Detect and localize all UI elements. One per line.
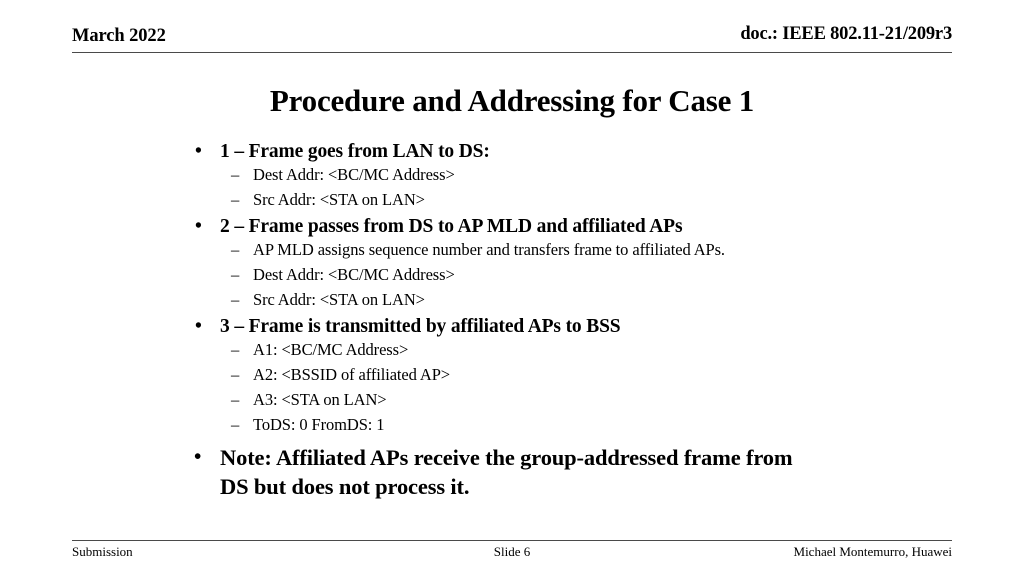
- bullet-level2-text: Src Addr: <STA on LAN>: [253, 290, 425, 310]
- page-title: Procedure and Addressing for Case 1: [269, 83, 755, 118]
- bullet-level2: – Src Addr: <STA on LAN>: [190, 290, 890, 310]
- dash-marker-icon: –: [231, 239, 240, 259]
- header-document-number: doc.: IEEE 802.11-21/209r3: [740, 24, 952, 44]
- dash-marker-icon: –: [231, 365, 240, 385]
- bullet-level2: – Dest Addr: <BC/MC Address>: [190, 265, 890, 285]
- bullet-level1: • 1 – Frame goes from LAN to DS:: [190, 140, 890, 164]
- dash-marker-icon: –: [231, 290, 240, 310]
- bullet-level2-text: Src Addr: <STA on LAN>: [253, 189, 425, 209]
- dash-marker-icon: –: [231, 390, 240, 410]
- footer-author: Michael Montemurro, Huawei: [793, 544, 952, 559]
- bullet-level2-text: Dest Addr: <BC/MC Address>: [253, 264, 455, 284]
- slide-header: March 2022 doc.: IEEE 802.11-21/209r3: [72, 24, 952, 54]
- bullet-level2: – Dest Addr: <BC/MC Address>: [190, 165, 890, 185]
- bullet-group-1: • 1 – Frame goes from LAN to DS: – Dest …: [190, 140, 890, 210]
- note-bullet: • Note: Affiliated APs receive the group…: [190, 444, 820, 500]
- note-text: Note: Affiliated APs receive the group-a…: [220, 445, 793, 499]
- bullet-level1: • 2 – Frame passes from DS to AP MLD and…: [190, 215, 890, 239]
- bullet-level2: – Src Addr: <STA on LAN>: [190, 190, 890, 210]
- dash-marker-icon: –: [231, 264, 240, 284]
- bullet-level1: • 3 – Frame is transmitted by affiliated…: [190, 315, 890, 339]
- bullet-level2: – ToDS: 0 FromDS: 1: [190, 415, 890, 435]
- bullet-level2-text: A3: <STA on LAN>: [253, 390, 387, 410]
- footer-submission-label: Submission: [72, 544, 133, 559]
- slide-body: • 1 – Frame goes from LAN to DS: – Dest …: [190, 140, 890, 502]
- dash-marker-icon: –: [231, 339, 240, 359]
- bullet-level1-text: 1 – Frame goes from LAN to DS:: [220, 141, 490, 162]
- bullet-group-3: • 3 – Frame is transmitted by affiliated…: [190, 315, 890, 435]
- bullet-level2: – AP MLD assigns sequence number and tra…: [190, 240, 890, 260]
- bullet-level2-text: AP MLD assigns sequence number and trans…: [253, 239, 725, 259]
- dash-marker-icon: –: [231, 164, 240, 184]
- bullet-level2: – A2: <BSSID of affiliated AP>: [190, 365, 890, 385]
- header-divider: [72, 52, 952, 53]
- bullet-level2: – A3: <STA on LAN>: [190, 390, 890, 410]
- dash-marker-icon: –: [231, 415, 240, 435]
- footer-slide-number: Slide 6: [493, 544, 531, 559]
- dash-marker-icon: –: [231, 189, 240, 209]
- bullet-group-2: • 2 – Frame passes from DS to AP MLD and…: [190, 215, 890, 310]
- bullet-level2: – A1: <BC/MC Address>: [190, 340, 890, 360]
- bullet-marker-icon: •: [195, 316, 202, 338]
- bullet-marker-icon: •: [195, 216, 202, 238]
- bullet-marker-icon: •: [195, 141, 202, 162]
- footer-divider: [72, 540, 952, 541]
- bullet-level1-text: 3 – Frame is transmitted by affiliated A…: [220, 316, 621, 338]
- slide-footer: Submission Slide 6 Michael Montemurro, H…: [72, 544, 952, 564]
- bullet-level2-text: A2: <BSSID of affiliated AP>: [253, 365, 451, 385]
- bullet-level2-text: ToDS: 0 FromDS: 1: [253, 415, 385, 435]
- bullet-marker-icon: •: [194, 444, 202, 469]
- header-date: March 2022: [72, 26, 166, 46]
- bullet-level2-text: Dest Addr: <BC/MC Address>: [253, 164, 455, 184]
- bullet-level2-text: A1: <BC/MC Address>: [253, 339, 409, 359]
- bullet-level1-text: 2 – Frame passes from DS to AP MLD and a…: [220, 216, 683, 238]
